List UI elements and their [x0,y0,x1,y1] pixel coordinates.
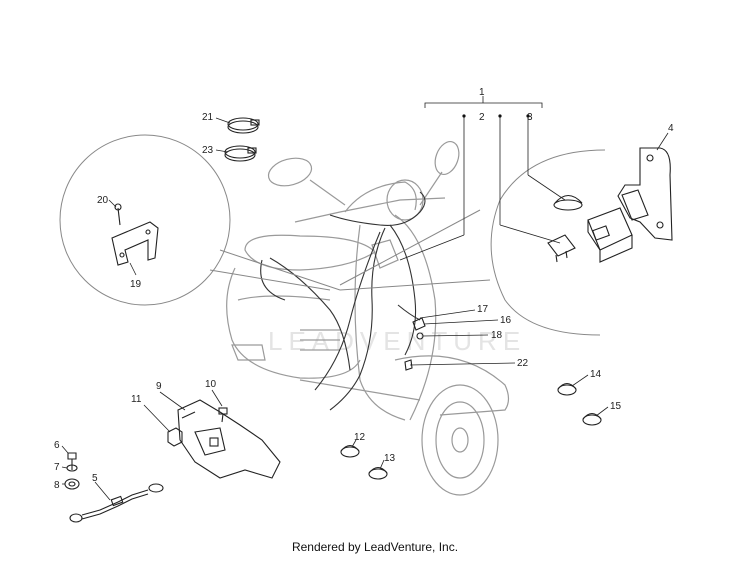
callout-10: 10 [205,379,217,390]
control-unit-icon[interactable] [587,207,633,263]
footer-credit: Rendered by LeadVenture, Inc. [291,540,459,554]
callout-13: 13 [384,453,396,464]
callout-labels: 1 2 3 4 21 23 20 19 17 16 18 22 9 10 11 … [54,87,674,491]
callout-5: 5 [92,473,98,484]
callout-8: 8 [54,480,60,491]
cover-9-icon[interactable] [177,399,281,479]
bracket-plate-4-icon[interactable] [617,147,673,241]
callout-7: 7 [54,462,60,473]
callout-6: 6 [54,440,60,451]
callout-18: 18 [491,330,503,341]
callout-20: 20 [97,195,109,206]
wiring-harness [260,191,426,411]
callout-22: 22 [517,358,529,369]
clip-14-icon[interactable] [557,382,577,396]
fuse-2-icon[interactable] [547,234,576,263]
callout-3: 3 [527,112,533,123]
callout-11: 11 [131,394,142,405]
screw-20-icon[interactable] [114,203,122,226]
bolt-6-icon[interactable] [67,452,77,470]
clamp-21-icon[interactable] [227,117,260,134]
callout-16: 16 [500,315,512,326]
watermark-text: LEADVENTURE [268,326,526,356]
callout-21: 21 [202,112,214,123]
clip-3-icon[interactable] [553,194,583,211]
clip-13-icon[interactable] [368,466,388,480]
callout-2: 2 [479,112,485,123]
callout-9: 9 [156,381,162,392]
detail-circle-left [59,134,341,306]
callout-12: 12 [354,432,366,443]
clip-15-icon[interactable] [582,412,602,426]
scooter-illustration [226,140,510,496]
callout-23: 23 [202,145,214,156]
callout-14: 14 [590,369,602,380]
callout-4: 4 [668,123,674,134]
bracket-19-icon[interactable] [111,221,159,266]
leader-lines [61,96,669,501]
callout-15: 15 [610,401,622,412]
ground-cable-5-icon[interactable] [69,483,164,523]
detail-circle-right [339,149,606,336]
screw-10-icon[interactable] [218,407,228,423]
callout-19: 19 [130,279,142,290]
clip-12-icon[interactable] [340,444,360,458]
washer-8-icon[interactable] [64,478,80,490]
callout-17: 17 [477,304,489,315]
harness-dots [462,114,530,118]
callout-1: 1 [479,87,485,98]
tie-22-icon[interactable] [404,359,413,371]
connector-16-icon[interactable] [412,317,426,331]
rubber-block-11-icon[interactable] [167,427,183,447]
clamp-23-icon[interactable] [224,145,257,162]
